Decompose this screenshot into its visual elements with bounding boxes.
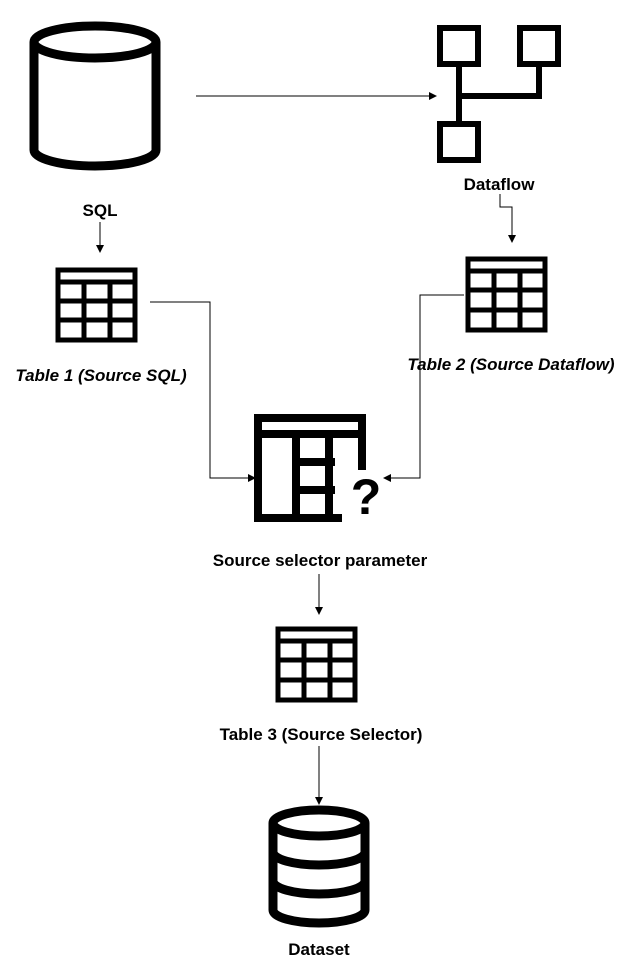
dataset-node: Dataset <box>268 805 370 959</box>
question-mark-icon: ? <box>351 469 382 525</box>
table-question-icon: ? <box>254 414 382 525</box>
edges <box>96 92 516 805</box>
database-cylinder-icon <box>29 21 161 171</box>
database-stack-icon <box>268 805 370 928</box>
dataflow-branch-icon <box>437 25 561 163</box>
table-icon <box>275 626 358 703</box>
sql-label: SQL <box>83 201 118 220</box>
table1-node: Table 1 (Source SQL) <box>15 267 187 385</box>
table2-node: Table 2 (Source Dataflow) <box>407 256 615 374</box>
selector-label: Source selector parameter <box>213 551 428 570</box>
table3-node: Table 3 (Source Selector) <box>220 626 423 744</box>
table-icon <box>465 256 548 333</box>
table1-label: Table 1 (Source SQL) <box>15 366 187 385</box>
table-icon <box>55 267 138 343</box>
dataflow-label: Dataflow <box>464 175 536 194</box>
dataflow-node: Dataflow <box>437 25 561 194</box>
edge-dataflow-to-table2 <box>499 194 516 243</box>
edge-table1-to-selector <box>150 301 256 482</box>
sql-node: SQL <box>29 21 161 220</box>
table3-label: Table 3 (Source Selector) <box>220 725 423 744</box>
table2-label: Table 2 (Source Dataflow) <box>407 355 615 374</box>
dataset-label: Dataset <box>288 940 350 959</box>
selector-node: ? Source selector parameter <box>213 414 428 570</box>
edge-table2-to-selector <box>383 294 464 482</box>
